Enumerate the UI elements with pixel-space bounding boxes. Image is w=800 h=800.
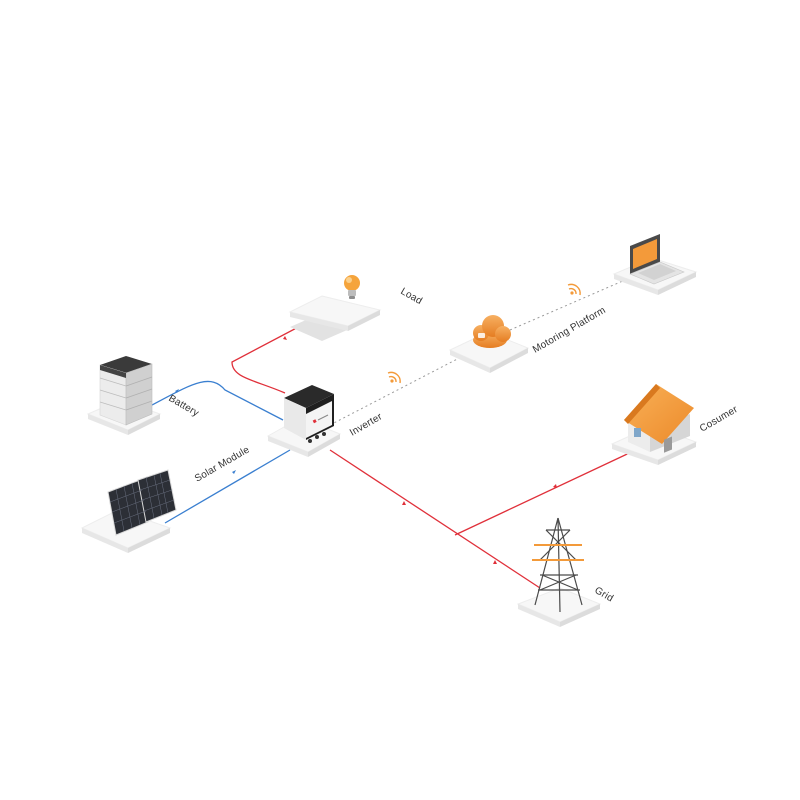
battery-stack-icon	[99, 356, 153, 426]
transmission-tower-icon	[532, 517, 584, 613]
inverter-load-line	[231, 312, 326, 394]
inverter-icon	[284, 385, 334, 443]
flow-arrow	[553, 484, 557, 488]
load-platform	[288, 295, 382, 341]
lightbulb-icon	[344, 275, 360, 299]
load-label: Load	[399, 286, 424, 307]
flow-arrow	[175, 389, 179, 393]
flow-arrow	[493, 560, 497, 564]
battery-label: Battery	[167, 393, 201, 419]
solar-module-label: Solar Module	[193, 444, 252, 484]
connections	[151, 279, 641, 589]
solar-inverter-line	[164, 449, 291, 524]
inverter-label: Inverter	[348, 411, 385, 439]
cloud-icon	[473, 315, 511, 348]
inverter-monitoring-line	[329, 354, 466, 426]
flow-arrow	[232, 470, 236, 474]
inverter-grid-line	[329, 449, 541, 589]
monitoring-platform-base	[448, 331, 530, 373]
flow-arrow	[283, 336, 287, 340]
grid-platform	[516, 587, 602, 627]
monitoring-laptop-line	[509, 279, 626, 331]
laptop-icon	[629, 234, 685, 285]
solar-panel-icon	[107, 469, 177, 536]
consumer-label: Cosumer	[698, 404, 740, 435]
grid-consumer-line	[454, 447, 641, 536]
battery-inverter-line	[151, 380, 284, 421]
house-icon	[624, 384, 694, 453]
wifi-signal-icon	[387, 371, 401, 384]
grid-label: Grid	[593, 585, 616, 604]
flow-arrow	[402, 501, 406, 505]
monitoring-platform-label: Motoring Platform	[531, 305, 608, 356]
wifi-signal-icon	[567, 283, 581, 296]
